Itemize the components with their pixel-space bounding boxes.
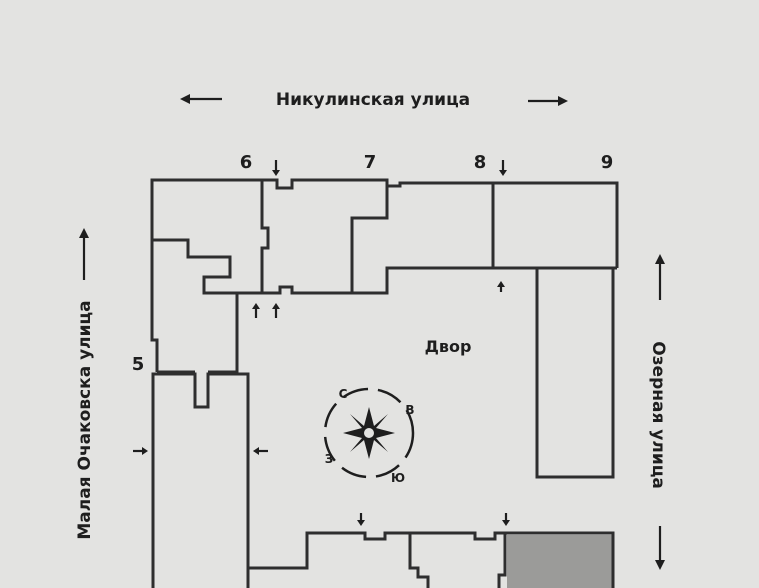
street-label-top: Никулинская улица [276, 90, 470, 110]
wall-block-5-top [152, 238, 617, 295]
wall-block-5 [151, 372, 250, 588]
building-number-9: 9 [601, 152, 614, 173]
compass-north-label: С [339, 387, 348, 401]
wall-block-6-inner [260, 180, 270, 293]
entrance-arrows [133, 160, 510, 526]
street-label-left: Малая Очаковска улица [75, 300, 95, 539]
building-number-7: 7 [364, 152, 377, 173]
building-number-5: 5 [132, 354, 145, 375]
wall-south-block [248, 531, 615, 588]
compass-rose-icon [323, 387, 415, 479]
wall-block-8-9 [387, 181, 619, 268]
yard-label: Двор [425, 337, 472, 356]
building-number-8: 8 [474, 152, 487, 173]
compass-west-label: З [325, 452, 334, 466]
street-arrows [79, 94, 665, 570]
compass-east-label: В [405, 403, 414, 417]
wall-east-block [535, 268, 615, 479]
highlighted-unit [507, 535, 613, 588]
wall-south-divider-1 [408, 533, 430, 588]
wall-block-6 [150, 178, 389, 372]
compass-south-label: Ю [391, 471, 405, 485]
wall-south-divider-2 [497, 533, 507, 588]
building-number-6: 6 [240, 152, 253, 173]
street-label-right: Озерная улица [648, 341, 668, 489]
